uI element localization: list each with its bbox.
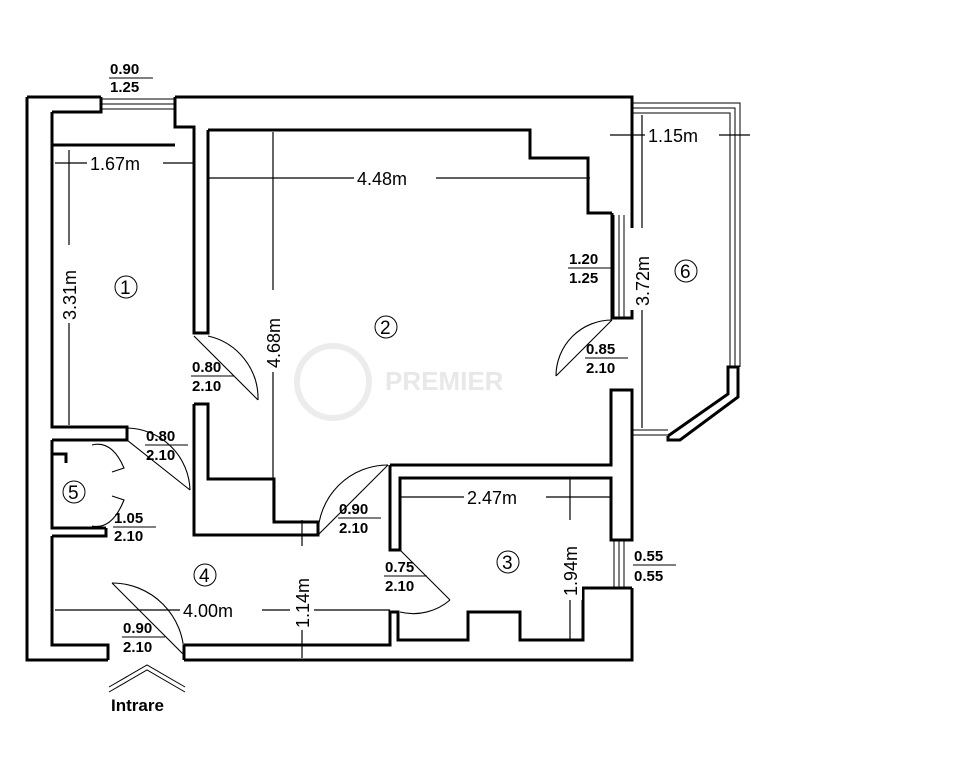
dim-room3-length: 1.94m — [561, 546, 581, 596]
svg-text:1.25: 1.25 — [110, 79, 139, 96]
svg-text:2.10: 2.10 — [123, 639, 152, 656]
dim-room3-width: 2.47m — [467, 488, 517, 508]
dim-hall-width: 4.00m — [183, 601, 233, 621]
dim-hall-depth: 1.14m — [293, 578, 313, 628]
opening-d3: 0.80 2.10 — [145, 428, 188, 464]
svg-text:0.85: 0.85 — [586, 341, 615, 358]
watermark: PREMIER — [294, 343, 504, 421]
dimension-labels: 1.67m 3.31m 4.48m 4.68m 1.15m 3.72m 2.47… — [57, 124, 719, 630]
room-5-marker: 5 — [62, 480, 86, 504]
svg-text:2: 2 — [380, 318, 391, 339]
opening-d5: 0.90 2.10 — [338, 501, 381, 537]
dim-room2-length: 4.68m — [264, 318, 284, 368]
room-numbers: 1 2 3 4 5 6 — [62, 259, 698, 587]
svg-text:2.10: 2.10 — [114, 528, 143, 545]
dim-balcony-width: 1.15m — [648, 126, 698, 146]
svg-text:0.90: 0.90 — [123, 620, 152, 637]
opening-d6: 0.75 2.10 — [384, 559, 427, 595]
room-4-marker: 4 — [193, 563, 217, 587]
dim-balcony-length: 3.72m — [633, 256, 653, 306]
svg-text:2.10: 2.10 — [339, 520, 368, 537]
svg-text:2.10: 2.10 — [146, 447, 175, 464]
opening-d2: 0.85 2.10 — [585, 341, 628, 377]
room-2-marker: 2 — [374, 315, 398, 339]
room-6-marker: 6 — [674, 259, 698, 283]
svg-text:1.05: 1.05 — [114, 510, 143, 527]
svg-text:6: 6 — [680, 262, 691, 283]
svg-text:0.55: 0.55 — [634, 548, 663, 565]
entrance-marker: Intrare — [108, 664, 186, 715]
windows — [101, 98, 741, 588]
svg-text:5: 5 — [68, 483, 79, 504]
svg-text:0.90: 0.90 — [339, 501, 368, 518]
watermark-text: PREMIER — [385, 366, 504, 396]
svg-text:0.80: 0.80 — [146, 428, 175, 445]
svg-text:2.10: 2.10 — [192, 378, 221, 395]
opening-d4: 1.05 2.10 — [113, 510, 156, 545]
svg-text:2.10: 2.10 — [385, 578, 414, 595]
svg-text:0.80: 0.80 — [192, 359, 221, 376]
opening-d7: 0.90 2.10 — [122, 620, 165, 656]
opening-w2: 1.20 1.25 — [568, 251, 611, 287]
svg-text:1.25: 1.25 — [569, 270, 598, 287]
opening-d1: 0.80 2.10 — [191, 359, 234, 395]
entrance-label: Intrare — [111, 696, 164, 715]
svg-text:3: 3 — [502, 553, 513, 574]
svg-text:0.55: 0.55 — [634, 568, 663, 585]
svg-text:0.90: 0.90 — [110, 61, 139, 78]
opening-w3: 0.55 0.55 — [633, 548, 676, 585]
walls — [25, 95, 740, 662]
opening-w1: 0.90 1.25 — [109, 61, 153, 96]
svg-text:1: 1 — [120, 278, 131, 299]
svg-text:4: 4 — [199, 566, 210, 587]
dim-room2-width: 4.48m — [357, 169, 407, 189]
door-swings — [91, 319, 613, 656]
dim-room1-length: 3.31m — [60, 270, 80, 320]
dim-room1-width: 1.67m — [90, 154, 140, 174]
svg-text:0.75: 0.75 — [385, 559, 414, 576]
opening-labels: 0.90 1.25 1.20 1.25 0.55 0.55 0.80 2.10 … — [109, 61, 676, 656]
room-3-marker: 3 — [496, 550, 520, 574]
svg-text:1.20: 1.20 — [569, 251, 598, 268]
room-1-marker: 1 — [114, 275, 138, 299]
svg-text:2.10: 2.10 — [586, 360, 615, 377]
